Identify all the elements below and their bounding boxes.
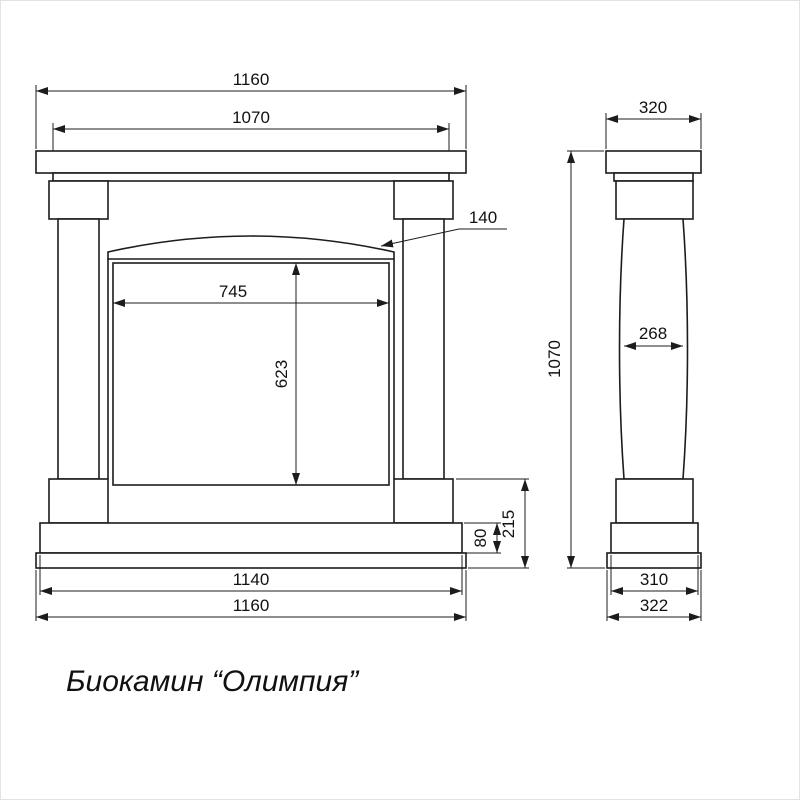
base-slab [39, 522, 463, 554]
dim-shelf-depth: 320 [605, 98, 702, 149]
side-column [618, 218, 689, 480]
dim-label-overall-width-bottom: 1160 [233, 596, 270, 615]
dim-label-overall-width-top: 1160 [233, 70, 270, 89]
left-column [57, 218, 100, 480]
dim-opening-height: 623 [272, 263, 300, 485]
side-view: 320 1070 268 310 322 [545, 98, 702, 621]
dim-overall-width-bottom: 1160 [35, 570, 467, 621]
left-capital [48, 180, 109, 220]
side-shelf [605, 150, 702, 174]
dim-base-total-height: 215 [456, 478, 529, 569]
right-column [402, 218, 445, 480]
drawing-title: Биокамин “Олимпия” [66, 665, 360, 698]
mantel-shelf-tier [52, 172, 450, 182]
dim-overall-width-top: 1160 [35, 70, 467, 149]
dim-column-depth: 268 [624, 324, 683, 350]
left-plinth [48, 478, 109, 524]
dim-label-base-slab-height: 80 [471, 529, 490, 548]
dim-label-arch: 140 [469, 208, 497, 227]
right-plinth [393, 478, 454, 524]
dim-label-opening-height: 623 [272, 360, 291, 388]
dim-arch-leader: 140 [380, 208, 507, 248]
mantel-shelf [35, 150, 467, 174]
arch-lintel [107, 235, 395, 260]
side-bottom-slab [606, 552, 702, 569]
side-shelf-tier [613, 172, 694, 182]
bottom-slab [35, 552, 467, 569]
dim-overall-height: 1070 [545, 150, 605, 569]
firebox-opening [112, 262, 390, 486]
dim-label-base-depth: 310 [640, 570, 668, 589]
dim-base-width: 1140 [39, 555, 463, 595]
side-plinth [615, 478, 694, 524]
dim-label-base-width: 1140 [233, 570, 270, 589]
dim-label-shelf-width: 1070 [232, 108, 270, 127]
front-view: 1160 1070 140 745 623 [35, 70, 529, 621]
dim-base-slab-height: 80 [464, 522, 501, 554]
dim-shelf-width: 1070 [52, 108, 450, 151]
right-capital [393, 180, 454, 220]
side-base-slab [610, 522, 699, 554]
dim-label-base-total-height: 215 [499, 510, 518, 538]
dim-label-overall-height: 1070 [545, 340, 564, 378]
side-capital [615, 180, 694, 220]
dim-label-column-depth: 268 [639, 324, 667, 343]
dim-label-shelf-depth: 320 [639, 98, 667, 117]
dim-opening-width: 745 [113, 282, 389, 307]
dim-label-opening-width: 745 [219, 282, 247, 301]
dim-base-depth: 310 [610, 555, 699, 595]
dim-label-overall-depth: 322 [640, 596, 668, 615]
dim-overall-depth: 322 [606, 570, 702, 621]
